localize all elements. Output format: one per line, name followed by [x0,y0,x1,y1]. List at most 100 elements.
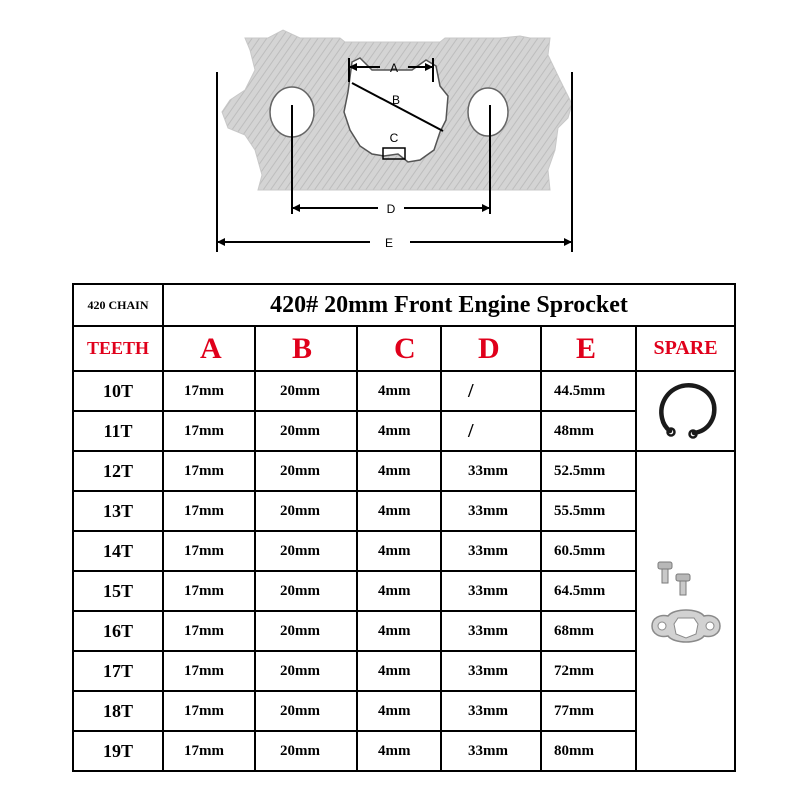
value-d-cell: 33mm [440,570,542,612]
dimension-c [382,147,406,160]
value-a-cell: 17mm [162,730,256,772]
sprocket-diagram: A B C D E [216,29,573,252]
teeth-cell: 19T [72,730,164,772]
table-row: 11T 17mm 20mm 4mm / 48mm [72,410,735,452]
sprocket-spec-table: 420 CHAIN 420# 20mm Front Engine Sprocke… [72,283,737,772]
dimension-d [291,105,491,214]
retainer-plate-with-bolts-icon [650,561,721,643]
value-c-cell: 4mm [356,690,442,732]
value-e-cell: 80mm [540,730,637,772]
teeth-cell: 14T [72,530,164,572]
teeth-cell: 12T [72,450,164,492]
value-b-cell: 20mm [254,730,358,772]
table-row: 13T 17mm 20mm 4mm 33mm 55.5mm [72,490,735,532]
value-b-cell: 20mm [254,530,358,572]
value-c-cell: 4mm [356,730,442,772]
dimension-a [348,58,434,82]
dimension-a-label: A [390,61,398,75]
mounting-hole-right [467,87,509,137]
value-d-cell: 33mm [440,730,542,772]
value-b-cell: 20mm [254,650,358,692]
value-b-cell: 20mm [254,370,358,412]
teeth-cell: 18T [72,690,164,732]
teeth-header: TEETH [72,325,164,372]
value-d-cell: 33mm [440,490,542,532]
teeth-cell: 17T [72,650,164,692]
value-a-cell: 17mm [162,450,256,492]
table-row: 16T 17mm 20mm 4mm 33mm 68mm [72,610,735,652]
value-b-cell: 20mm [254,450,358,492]
bolt-icon [657,561,673,584]
circlip-icon [658,383,717,439]
teeth-cell: 13T [72,490,164,532]
retainer-plate-icon [650,609,721,643]
column-header-d: D [440,325,542,372]
value-c-cell: 4mm [356,650,442,692]
value-c-cell: 4mm [356,570,442,612]
value-d-cell: 33mm [440,450,542,492]
value-d-cell: / [440,410,542,452]
value-d-cell: 33mm [440,650,542,692]
value-e-cell: 72mm [540,650,637,692]
table-row: 12T 17mm 20mm 4mm 33mm 52.5mm [72,450,737,772]
value-e-cell: 60.5mm [540,530,637,572]
column-header-c: C [356,325,442,372]
value-c-cell: 4mm [356,530,442,572]
dimension-d-label: D [387,202,396,216]
value-a-cell: 17mm [162,690,256,732]
dimension-e [216,72,573,252]
value-e-cell: 77mm [540,690,637,732]
table-row: 10T 17mm 20mm 4mm / 44.5mm [72,370,737,452]
value-d-cell: / [440,370,542,412]
value-d-cell: 33mm [440,530,542,572]
value-c-cell: 4mm [356,370,442,412]
value-e-cell: 68mm [540,610,637,652]
table-row: 18T 17mm 20mm 4mm 33mm 77mm [72,690,735,732]
column-header-e: E [540,325,637,372]
dimension-b [351,82,444,132]
column-header-b: B [254,325,358,372]
spare-plate-cell [634,450,737,772]
value-e-cell: 48mm [540,410,637,452]
dimension-c-label: C [390,131,399,145]
value-b-cell: 20mm [254,490,358,532]
table-row: 14T 17mm 20mm 4mm 33mm 60.5mm [72,530,735,572]
teeth-cell: 16T [72,610,164,652]
dimension-b-label: B [392,93,400,107]
teeth-cell: 10T [72,370,164,412]
table-row: 17T 17mm 20mm 4mm 33mm 72mm [72,650,735,692]
value-a-cell: 17mm [162,530,256,572]
value-a-cell: 17mm [162,650,256,692]
value-d-cell: 33mm [440,690,542,732]
table-title: 420# 20mm Front Engine Sprocket [161,283,737,327]
value-a-cell: 17mm [162,370,256,412]
teeth-cell: 11T [72,410,164,452]
value-e-cell: 52.5mm [540,450,637,492]
value-b-cell: 20mm [254,610,358,652]
value-d-cell: 33mm [440,610,542,652]
value-c-cell: 4mm [356,410,442,452]
value-a-cell: 17mm [162,610,256,652]
value-a-cell: 17mm [162,410,256,452]
spare-clip-cell [634,370,737,452]
value-a-cell: 17mm [162,570,256,612]
column-header-a: A [162,325,256,372]
table-header-row: TEETH A B C D E SPARE [72,325,737,372]
value-c-cell: 4mm [356,610,442,652]
dimension-e-label: E [385,236,393,250]
bolt-icon [675,573,691,596]
value-e-cell: 55.5mm [540,490,637,532]
value-b-cell: 20mm [254,410,358,452]
value-c-cell: 4mm [356,450,442,492]
spare-header: SPARE [634,325,737,372]
table-row: 19T 17mm 20mm 4mm 33mm 80mm [72,730,735,772]
table-title-row: 420 CHAIN 420# 20mm Front Engine Sprocke… [72,283,737,327]
value-e-cell: 44.5mm [540,370,637,412]
value-e-cell: 64.5mm [540,570,637,612]
teeth-cell: 15T [72,570,164,612]
value-b-cell: 20mm [254,690,358,732]
table-row: 15T 17mm 20mm 4mm 33mm 64.5mm [72,570,735,612]
value-c-cell: 4mm [356,490,442,532]
chain-label: 420 CHAIN [72,283,164,327]
value-a-cell: 17mm [162,490,256,532]
